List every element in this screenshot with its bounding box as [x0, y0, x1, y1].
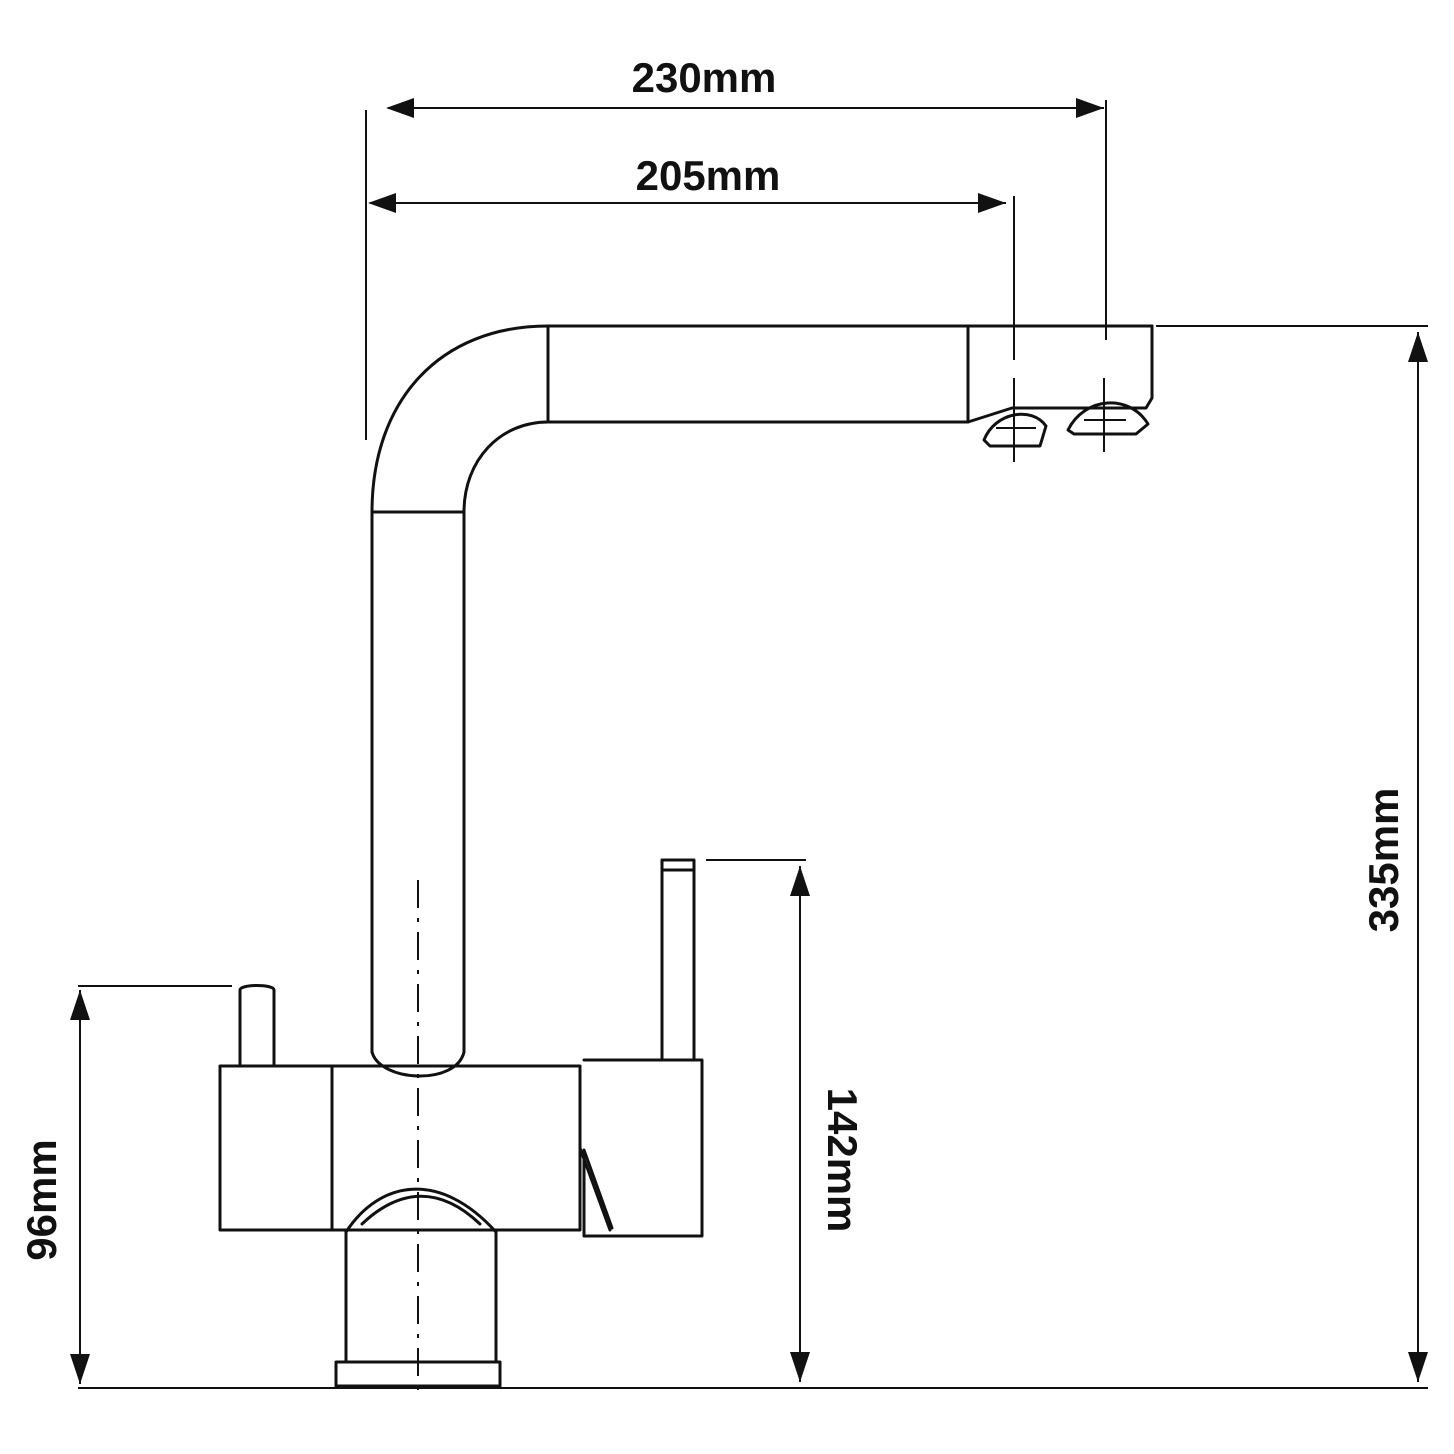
- dim-body-height-arrow-bottom: [70, 1354, 90, 1384]
- dim-lever-height-label: 142mm: [819, 1088, 866, 1233]
- dim-total-height-label: 335mm: [1360, 788, 1407, 933]
- dim-body-height: 96mm: [18, 985, 232, 1384]
- right-handle-block: [582, 1058, 704, 1238]
- dim-reach-total-arrow-right: [1076, 98, 1104, 118]
- spout-outer-edge: [370, 324, 1154, 1054]
- right-lever: [660, 858, 696, 1062]
- dim-lever-height-arrow-bottom: [790, 1352, 810, 1382]
- dim-reach-total-label: 230mm: [632, 54, 777, 101]
- dim-reach-total-arrow-left: [386, 98, 414, 118]
- left-lever: [238, 984, 276, 1068]
- shank: [344, 1230, 498, 1364]
- dim-body-height-label: 96mm: [18, 1139, 65, 1260]
- base-ring: [334, 1360, 502, 1388]
- dim-lever-height: 142mm: [706, 859, 866, 1382]
- dim-reach-spout-arrow-left: [368, 193, 396, 213]
- right-handle-seam: [578, 1146, 612, 1232]
- left-handle-block: [218, 1064, 334, 1232]
- dim-reach-spout-label: 205mm: [636, 152, 781, 199]
- dim-reach-spout-arrow-right: [978, 193, 1006, 213]
- body-arch: [344, 1187, 498, 1234]
- dim-reach-spout: 205mm: [368, 152, 1015, 360]
- dim-total-height-arrow-bottom: [1408, 1352, 1428, 1382]
- faucet-outline: [218, 324, 1154, 1392]
- spout-head: [966, 324, 1154, 424]
- dim-total-height: 335mm: [1156, 325, 1428, 1382]
- dim-reach-total: 230mm: [365, 54, 1107, 440]
- spout-inner-edge: [462, 420, 970, 1054]
- dim-total-height-arrow-top: [1408, 332, 1428, 362]
- body-arch-inner: [360, 1194, 482, 1226]
- dim-lever-height-arrow-top: [790, 866, 810, 896]
- outlet-left: [982, 412, 1048, 448]
- dim-body-height-arrow-top: [70, 990, 90, 1020]
- outlet-right: [1066, 401, 1150, 436]
